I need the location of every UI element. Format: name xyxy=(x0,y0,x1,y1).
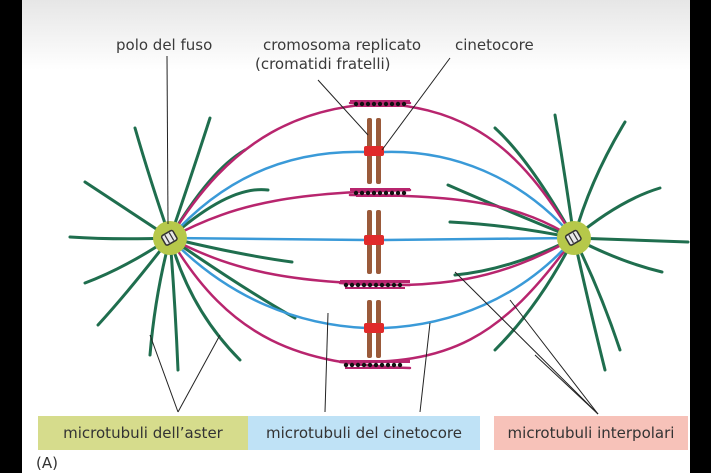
chromosomes xyxy=(364,118,384,358)
leader-lines xyxy=(149,55,599,415)
overlap-zone xyxy=(350,100,410,107)
top-shading xyxy=(22,0,690,70)
replicated-chromosome xyxy=(364,210,384,274)
overlap-zone xyxy=(340,360,410,369)
label-replicated-chromosome: cromosoma replicato xyxy=(263,36,422,54)
overlap-zone xyxy=(340,280,410,289)
legend-interpolar-microtubules: microtubuli interpolari xyxy=(494,416,688,450)
legend-aster-microtubules: microtubuli dell’aster xyxy=(38,416,248,450)
spindle-pole-right xyxy=(557,221,591,255)
replicated-chromosome xyxy=(364,300,384,358)
kinetochore-microtubules xyxy=(168,150,576,330)
left-black-border xyxy=(0,0,22,473)
spindle-pole-left xyxy=(153,221,187,255)
kinetochore xyxy=(364,146,384,156)
legend-kinetochore-microtubules: microtubuli del cinetocore xyxy=(248,416,480,450)
overlap-zones xyxy=(340,100,410,369)
label-kinetochore: cinetocore xyxy=(455,36,534,54)
right-black-border xyxy=(690,0,711,473)
kinetochore xyxy=(364,235,384,245)
label-sister-chromatids: (cromatidi fratelli) xyxy=(255,55,391,73)
label-spindle-pole: polo del fuso xyxy=(116,36,213,54)
kinetochore xyxy=(364,323,384,333)
replicated-chromosome xyxy=(364,118,384,184)
overlap-zone xyxy=(350,188,410,197)
panel-label: (A) xyxy=(36,454,58,472)
